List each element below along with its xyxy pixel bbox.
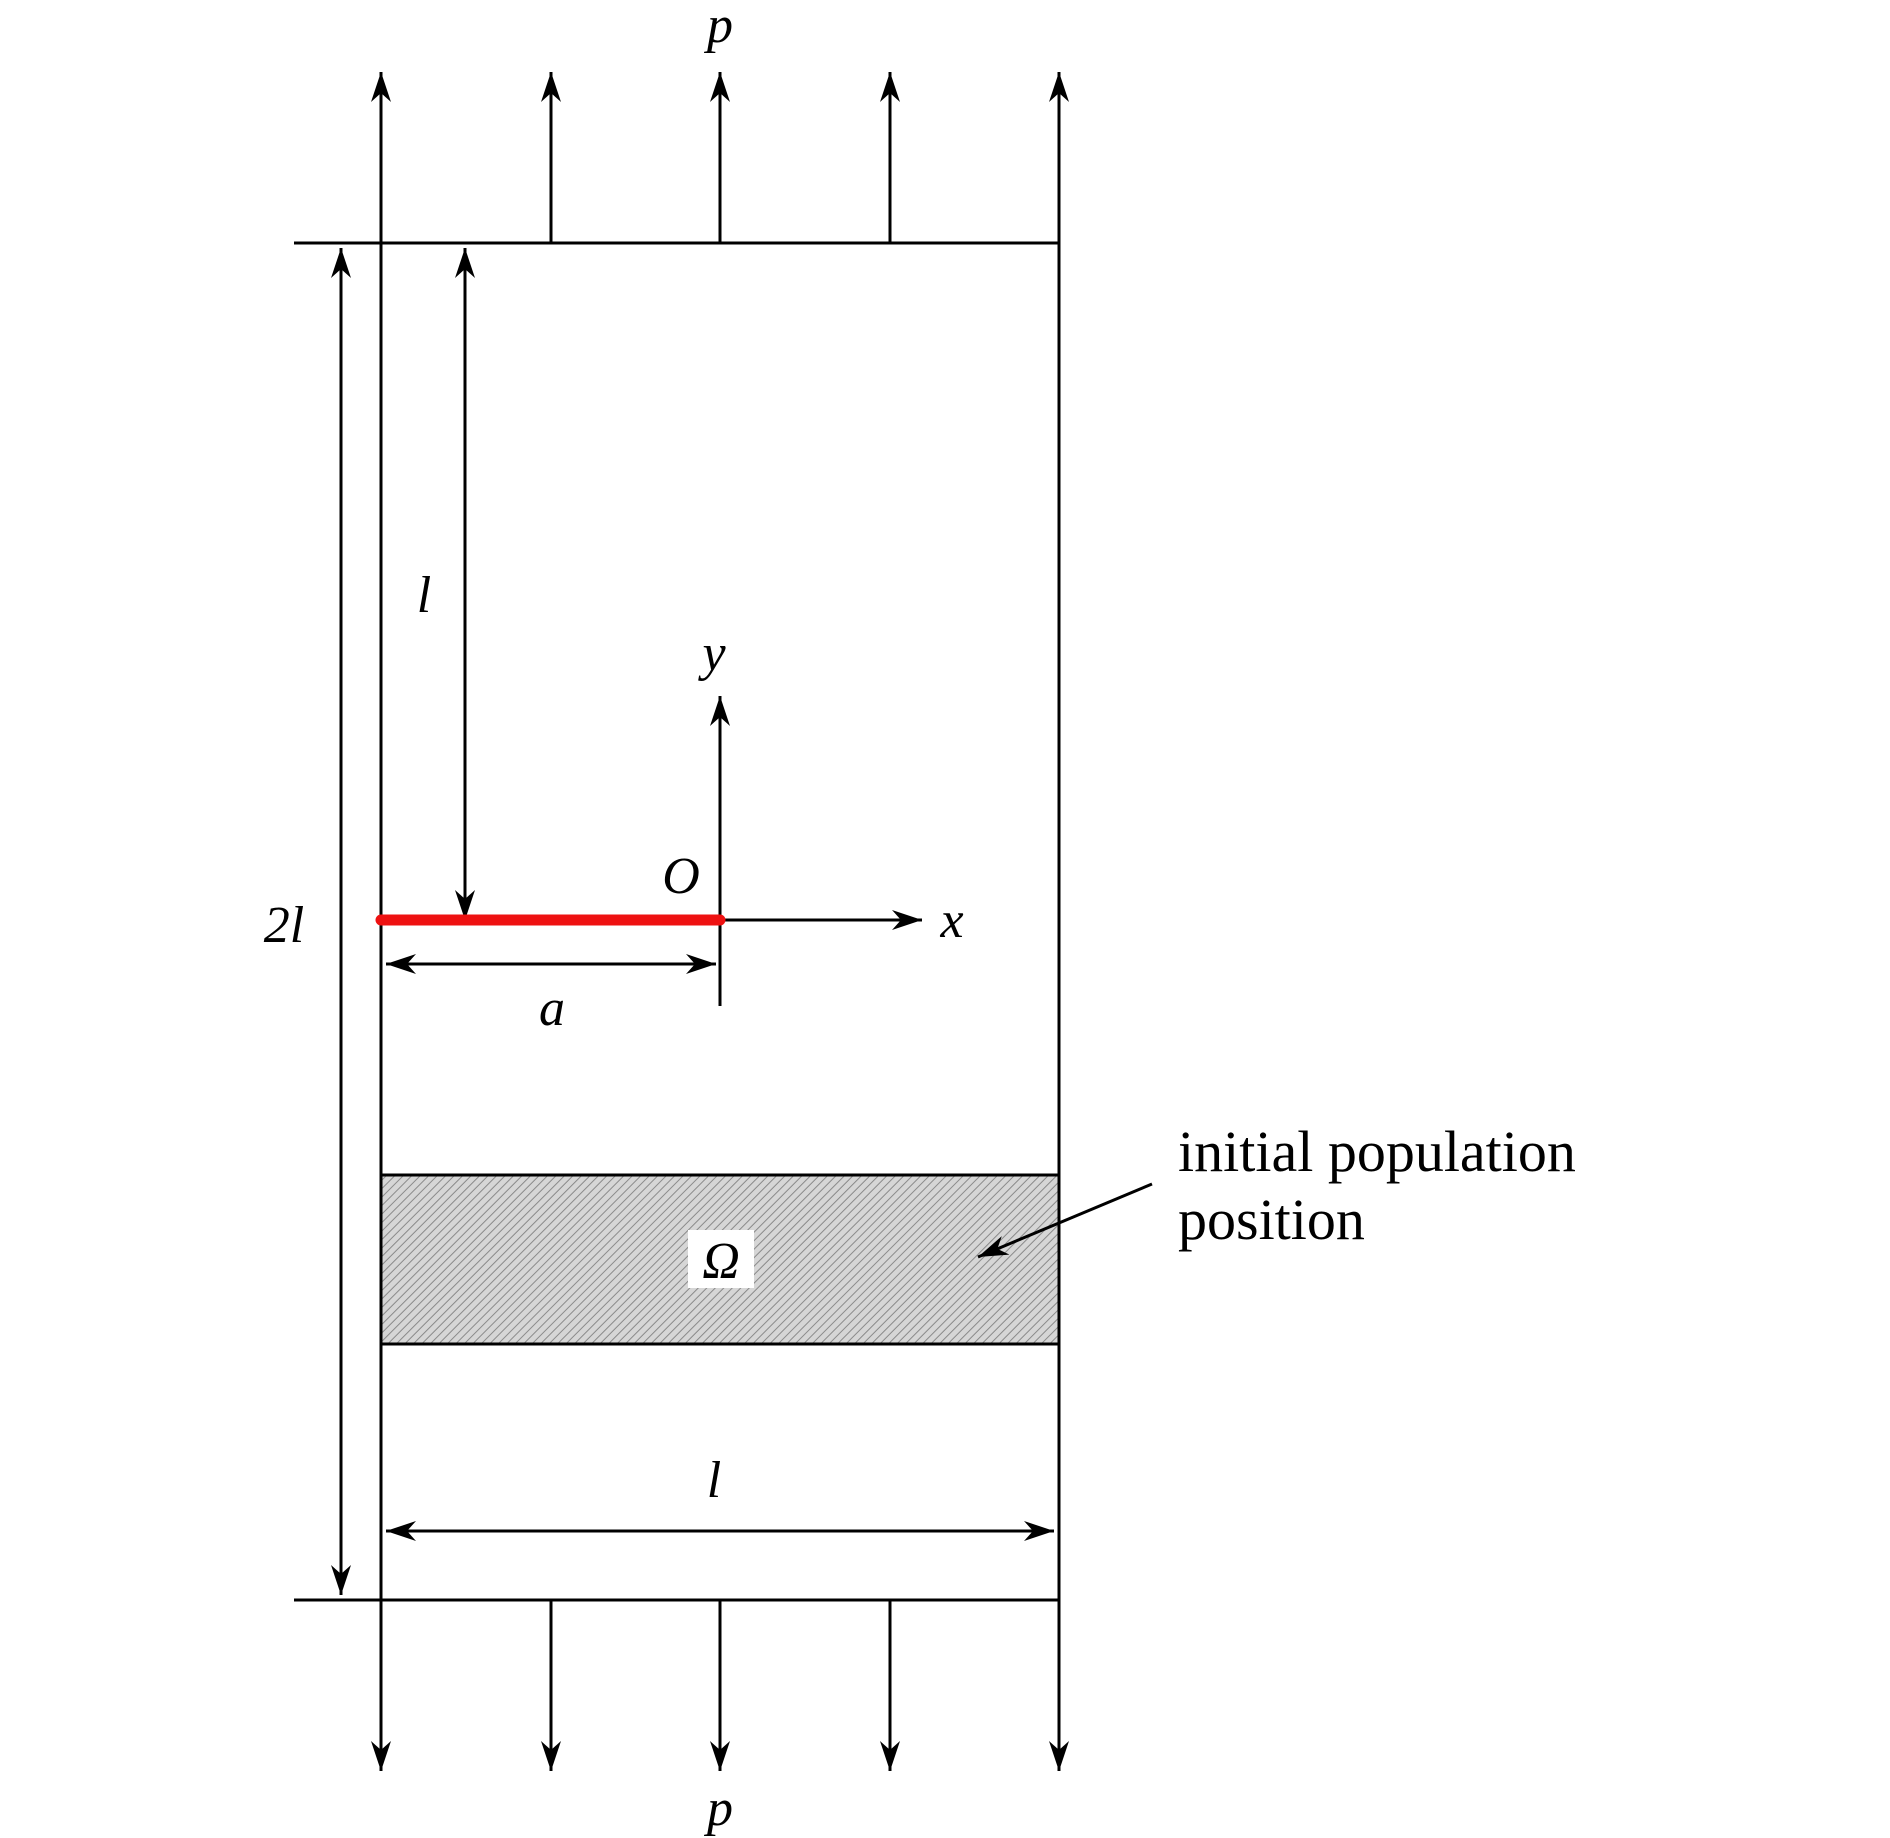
height-dimension-label: 2l [264,897,304,954]
top-load-label: p [703,0,733,54]
annotation-leader-arrow [977,1182,1153,1259]
annotation-line-2: position [1178,1187,1365,1252]
bottom-load-arrows [371,1600,1069,1771]
width-dimension-label: l [707,1452,721,1509]
crack-length-label: a [539,980,565,1037]
top-load-arrows [371,72,1069,243]
region-label: Ω [702,1233,740,1290]
origin-label: O [662,848,700,905]
crack-position-label: l [417,567,431,624]
coordinate-axes [710,696,922,1006]
region-label-background [688,1230,754,1288]
y-axis-label: y [697,625,726,682]
x-axis-label: x [939,892,963,949]
bottom-load-label: p [703,1780,733,1837]
dimension-lines [331,248,1054,1595]
annotation-line-1: initial population [1178,1119,1576,1184]
